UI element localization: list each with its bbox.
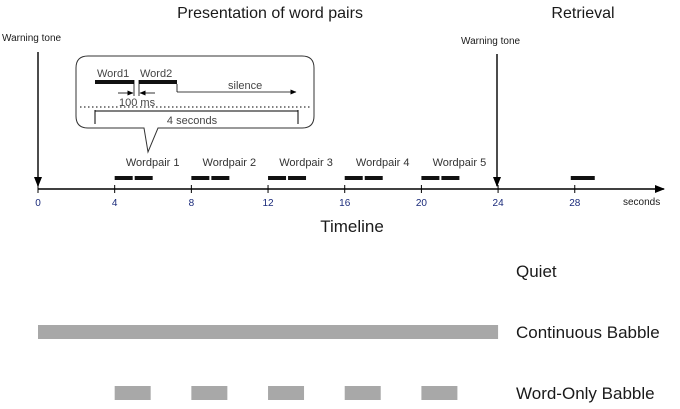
wordpair-word2-bar [288,176,307,180]
wordpair-word2-bar [441,176,460,180]
timeline-tick-label: 16 [339,198,351,209]
timeline-label: Timeline [320,217,384,236]
timeline-unit-label: seconds [623,197,660,208]
word-only-babble-segment [191,386,228,400]
timeline-tick-label: 4 [112,198,118,209]
wordpair-word2-bar [364,176,383,180]
warning-tone-label-retrieval: Warning tone [461,36,521,47]
wordpair-label: Wordpair 2 [203,157,257,169]
warning-tone-label-start: Warning tone [2,33,62,44]
retrieval-response-bar [570,176,595,180]
gap-label: 100 ms [119,97,156,109]
word-only-babble-segment [421,386,458,400]
timeline-tick-label: 28 [569,198,581,209]
wordpair-word1-bar [114,176,133,180]
wordpair-label: Wordpair 3 [279,157,333,169]
continuous-babble-bar [38,325,499,339]
word-only-babble-segment [114,386,151,400]
word-only-babble-segment [344,386,381,400]
timeline-tick-label: 0 [35,198,41,209]
silence-label: silence [228,80,262,92]
wordpair-word1-bar [268,176,287,180]
timeline-tick-label: 12 [262,198,274,209]
wordpair-label: Wordpair 4 [356,157,410,169]
timeline-ticks: 0 4 8 12 16 20 24 28 [35,185,581,209]
retrieval-heading: Retrieval [551,5,614,22]
condition-word-only-label: Word-Only Babble [516,384,655,403]
timeline-tick-label: 8 [189,198,195,209]
wordpair-group: Wordpair 1 Wordpair 2 Wordpair 3 Wordpair 4… [114,157,487,180]
wordpair-label: Wordpair 1 [126,157,180,169]
wordpair-word1-bar [421,176,440,180]
word2-label: Word2 [140,68,172,80]
word1-label: Word1 [97,68,129,80]
duration-label: 4 seconds [167,115,218,127]
timeline-tick-label: 20 [416,198,428,209]
condition-continuous-label: Continuous Babble [516,323,660,342]
condition-quiet-label: Quiet [516,262,557,281]
wordpair-word2-bar [211,176,230,180]
wordpair-word1-bar [344,176,363,180]
wordpair-word2-bar [134,176,153,180]
wordpair-word1-bar [191,176,210,180]
timeline-tick-label: 24 [493,198,505,209]
presentation-heading: Presentation of word pairs [177,5,363,22]
word2-bar [139,80,177,84]
word1-bar [95,80,134,84]
wordpair-label: Wordpair 5 [433,157,487,169]
word-only-babble-bars [114,386,458,400]
word-only-babble-segment [268,386,305,400]
wordpair-detail-callout: Word1 Word2 100 ms silence 4 seconds [75,55,315,154]
